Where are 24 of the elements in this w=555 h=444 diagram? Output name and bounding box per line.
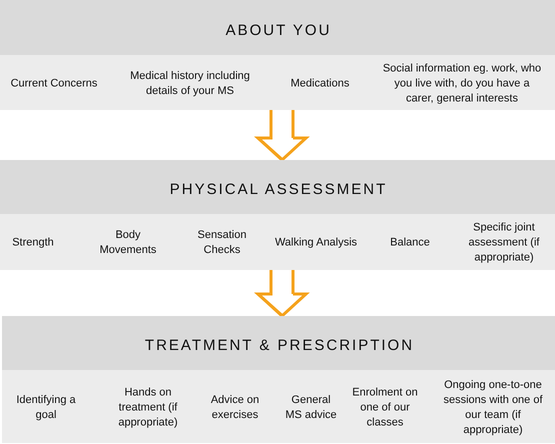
- section-title: ABOUT YOU: [224, 22, 332, 38]
- topic-label: Specific joint assessment (if appropriate): [468, 220, 540, 266]
- topic-label: Hands on treatment (if appropriate): [117, 385, 179, 430]
- section-title: TREATMENT & PRESCRIPTION: [144, 337, 414, 354]
- topic-band: [2, 370, 555, 443]
- topic-band: [0, 214, 555, 270]
- topic-label: Medical history including details of your MS: [129, 68, 251, 98]
- topic-label: Walking Analysis: [274, 236, 358, 250]
- topic-label: Social information eg. work, who you live with, do you have a carer, general interests: [382, 61, 542, 106]
- topic-label: Medications: [290, 76, 350, 91]
- topic-label: Balance: [389, 236, 431, 250]
- topic-label: Advice on exercises: [210, 392, 260, 422]
- topic-label: Current Concerns: [10, 76, 98, 91]
- topic-label: Sensation Checks: [196, 228, 248, 258]
- topic-label: Ongoing one-to-one sessions with one of our team (if appropriate): [442, 378, 544, 438]
- topic-label: General MS advice: [284, 392, 338, 422]
- topic-label: Identifying a goal: [15, 392, 77, 422]
- topic-label: Enrolment on one of our classes: [351, 385, 419, 430]
- section-header: [2, 316, 555, 370]
- topic-band: [0, 55, 555, 110]
- topic-label: Strength: [11, 236, 55, 250]
- topic-label: Body Movements: [98, 228, 158, 258]
- section-header: [0, 160, 555, 214]
- section-title: PHYSICAL ASSESSMENT: [168, 181, 388, 198]
